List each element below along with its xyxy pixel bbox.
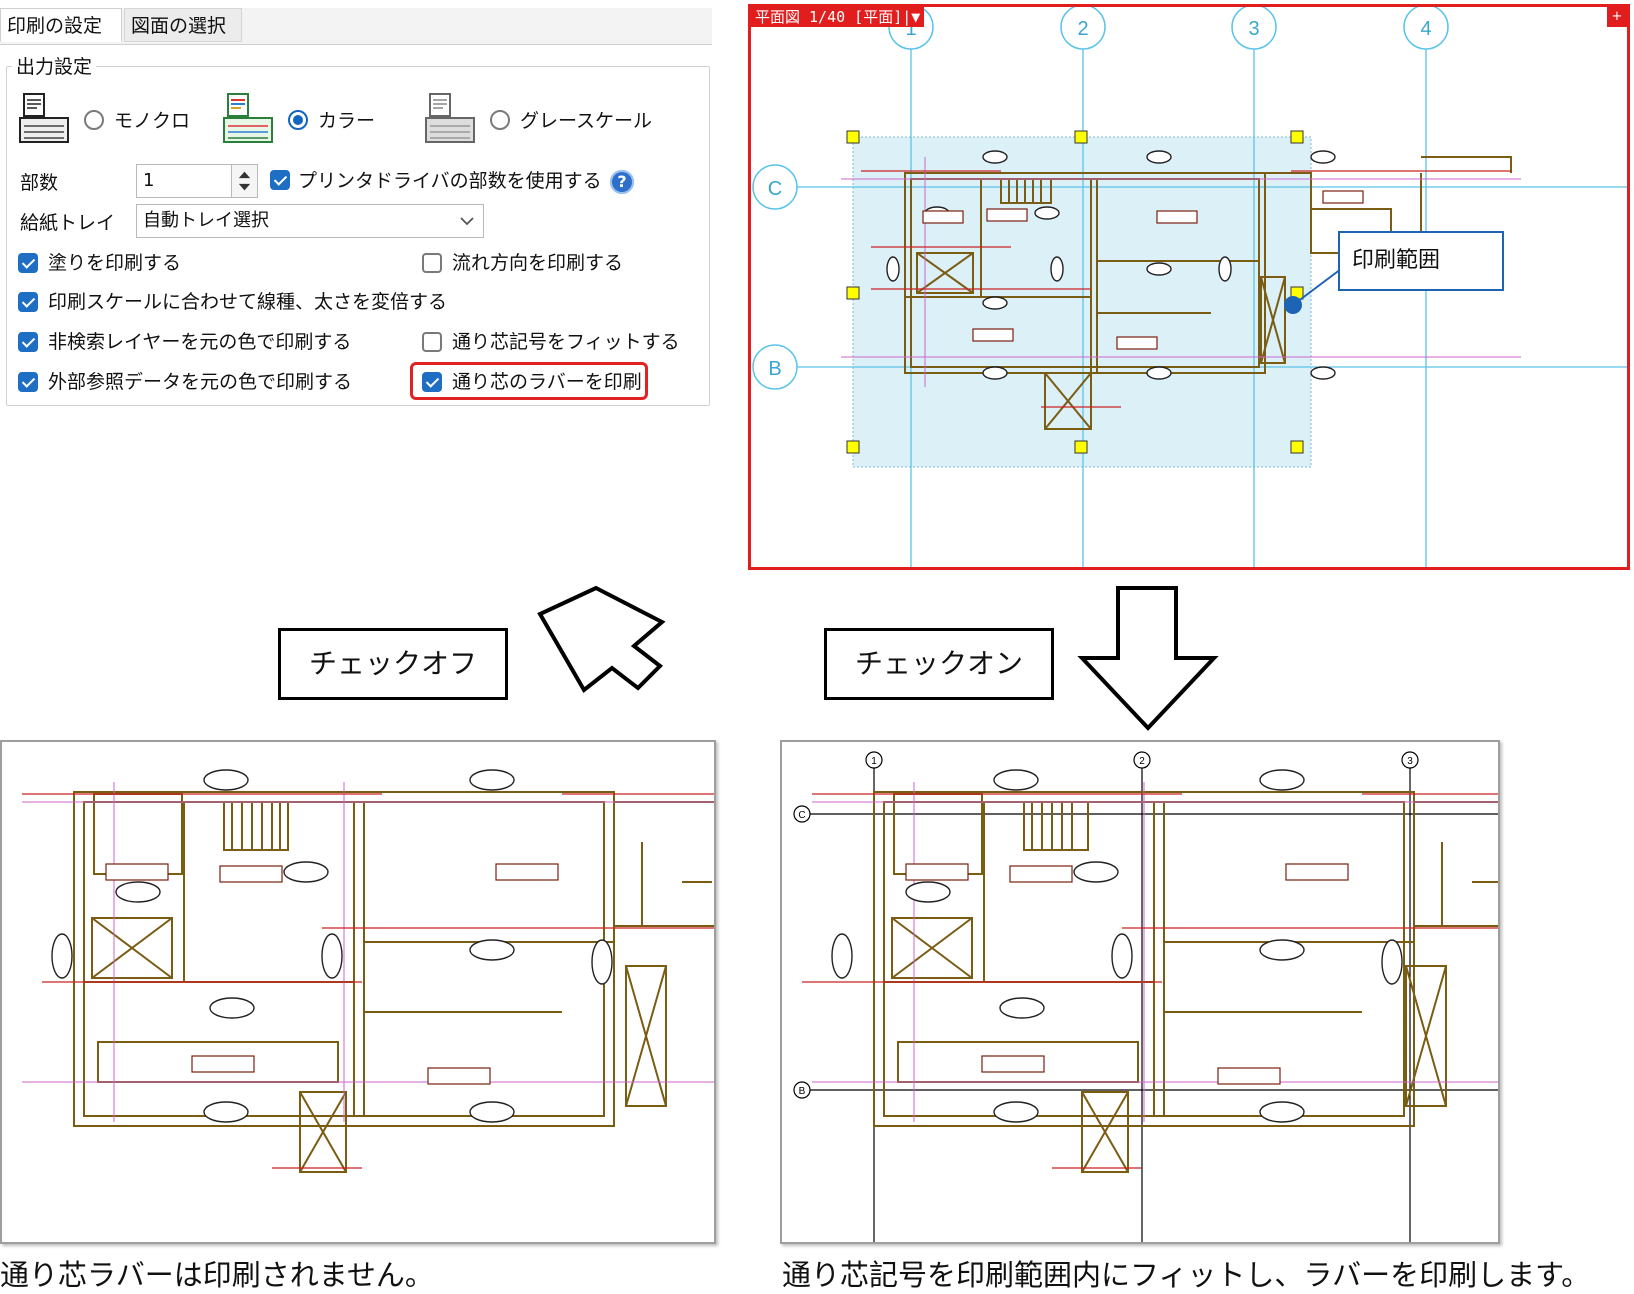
option-fit-grid-symbol-checkbox[interactable] <box>422 332 442 352</box>
output-grid-row-label-c: C <box>798 810 805 821</box>
output-preview-check-off <box>0 740 716 1244</box>
output-grid-col-label-3: 3 <box>1407 756 1413 767</box>
output-settings-group <box>6 66 710 406</box>
output-off-drawing <box>22 769 714 1173</box>
option-xref-color-label: 外部参照データを元の色で印刷する <box>48 371 353 393</box>
option-print-grid-rubber-checkbox[interactable] <box>422 372 442 392</box>
option-nonsearch-layer-label: 非検索レイヤーを元の色で印刷する <box>48 331 352 353</box>
use-driver-copies-checkbox[interactable] <box>270 170 290 190</box>
window-dropdown-icon[interactable]: |▼ <box>902 8 921 26</box>
print-range-area <box>852 136 1312 468</box>
grid-row-label-c: C <box>768 178 782 200</box>
color-printer-icon <box>223 93 273 143</box>
copies-label: 部数 <box>20 172 59 194</box>
print-range-callout: 印刷範囲 <box>1338 231 1504 291</box>
output-grid-row-label-b: B <box>799 1086 806 1097</box>
option-print-flow-direction-checkbox[interactable] <box>422 253 442 273</box>
option-print-fill-checkbox[interactable] <box>18 253 38 273</box>
radio-color[interactable] <box>288 110 308 130</box>
down-arrow-icon <box>1077 586 1219 731</box>
tab-print-settings[interactable]: 印刷の設定 <box>0 8 122 42</box>
tray-label: 給紙トレイ <box>20 212 116 234</box>
radio-monochrome-label: モノクロ <box>114 110 191 132</box>
tray-select-value: 自動トレイ選択 <box>143 210 269 231</box>
copies-input[interactable]: 1 <box>136 164 232 198</box>
window-title-text: 平面図 1/40 [平面] <box>755 8 903 26</box>
grid-row-label-b: B <box>768 358 781 380</box>
tab-bar: 印刷の設定 図面の選択 <box>0 8 712 45</box>
print-settings-panel: 印刷の設定 図面の選択 出力設定 モノクロ カラー グレースケール 部数 1 プ… <box>0 0 712 412</box>
option-scale-linetype-label: 印刷スケールに合わせて線種、太さを変倍する <box>48 291 448 313</box>
radio-grayscale-label: グレースケール <box>520 110 653 132</box>
grayscale-printer-icon <box>425 93 475 143</box>
output-settings-title: 出力設定 <box>12 52 97 79</box>
tray-select[interactable]: 自動トレイ選択 <box>136 204 484 238</box>
copies-stepper[interactable] <box>232 164 258 198</box>
output-grid-col-label-2: 2 <box>1139 756 1145 767</box>
help-icon[interactable]: ? <box>610 170 634 194</box>
floor-plan-canvas[interactable]: 1 2 3 4 C B <box>751 7 1627 567</box>
pin-icon[interactable]: + <box>1607 7 1627 27</box>
grid-col-label-4: 4 <box>1420 18 1431 40</box>
option-print-fill-label: 塗りを印刷する <box>48 252 182 274</box>
chevron-down-icon[interactable] <box>458 212 476 230</box>
check-on-label: チェックオン <box>824 628 1054 700</box>
use-driver-copies-label: プリンタドライバの部数を使用する <box>298 170 602 192</box>
callout-anchor-dot <box>1284 296 1302 314</box>
option-scale-linetype-checkbox[interactable] <box>18 292 38 312</box>
radio-monochrome[interactable] <box>84 110 104 130</box>
monochrome-printer-icon <box>19 93 69 143</box>
option-print-grid-rubber-label: 通り芯のラバーを印刷 <box>452 371 642 393</box>
caption-check-on: 通り芯記号を印刷範囲内にフィットし、ラバーを印刷します。 <box>782 1258 1591 1292</box>
option-nonsearch-layer-checkbox[interactable] <box>18 332 38 352</box>
grid-col-label-1: 1 <box>905 18 916 40</box>
radio-color-label: カラー <box>318 110 376 132</box>
output-preview-check-on: 1 2 3 C B <box>780 740 1500 1244</box>
diagonal-arrow-icon <box>537 585 666 693</box>
output-on-drawing: 1 2 3 C B <box>793 751 1498 1242</box>
option-print-flow-direction-label: 流れ方向を印刷する <box>452 252 624 274</box>
radio-grayscale[interactable] <box>490 110 510 130</box>
highlight-frame <box>410 362 648 400</box>
option-fit-grid-symbol-label: 通り芯記号をフィットする <box>452 331 680 353</box>
window-title[interactable]: 平面図 1/40 [平面]|▼ <box>751 7 925 27</box>
check-off-label: チェックオフ <box>278 628 508 700</box>
tab-drawing-selection[interactable]: 図面の選択 <box>124 8 242 42</box>
grid-col-label-3: 3 <box>1248 18 1259 40</box>
grid-col-label-2: 2 <box>1077 18 1088 40</box>
floor-plan-window[interactable]: 1 2 3 4 C B 平面図 1/40 [平面]|▼ + 印刷範囲 <box>748 4 1630 570</box>
caption-check-off: 通り芯ラバーは印刷されません。 <box>0 1258 434 1292</box>
option-xref-color-checkbox[interactable] <box>18 372 38 392</box>
output-grid-col-label-1: 1 <box>871 756 877 767</box>
